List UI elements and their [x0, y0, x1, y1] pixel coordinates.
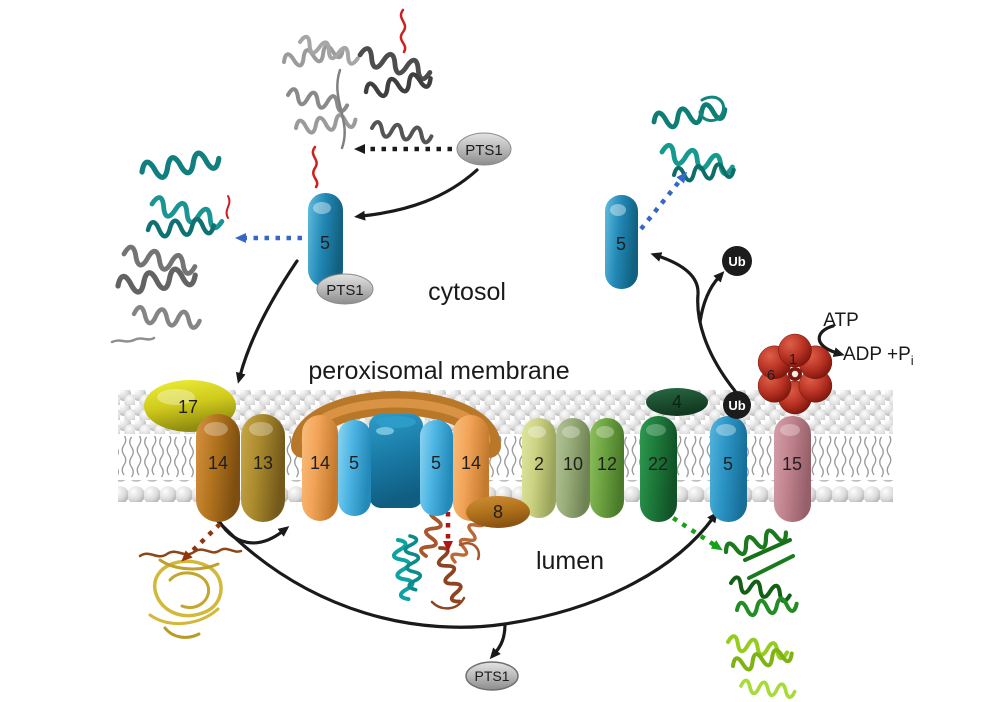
dotted-arrow-pex22-lumen — [662, 510, 723, 551]
pill-label: 2 — [534, 454, 544, 474]
svg-text:PTS1: PTS1 — [474, 668, 509, 684]
arrow-receptor-recycling — [650, 252, 737, 393]
arrow-receptor-docks-membrane — [235, 259, 299, 384]
pill-pex5-channel-right: 5 — [420, 420, 453, 516]
arrow-lumen-cycle — [211, 511, 718, 629]
channel-pore — [369, 414, 423, 508]
membrane-label: peroxisomal membrane — [308, 357, 569, 385]
svg-text:5: 5 — [320, 233, 330, 253]
pill-label: 10 — [563, 454, 583, 474]
pill-pex12: 12 — [590, 418, 624, 518]
pill-pex22: 22 — [640, 416, 677, 522]
pill-pex14-left: 14 — [196, 414, 240, 522]
arrow-atp-hydrolysis — [817, 324, 845, 357]
pill-label: 14 — [208, 453, 228, 473]
pts1-peptide-tail-bottom — [311, 145, 319, 189]
lumenal-cargo-dimer-structure — [724, 526, 800, 700]
svg-text:PTS1: PTS1 — [326, 282, 364, 299]
arrow-ub-release — [698, 271, 725, 324]
pill-pex5-channel-left: 5 — [338, 420, 371, 516]
ub-badge-membrane: Ub — [723, 391, 751, 419]
arrow-cargo-binds-receptor — [354, 168, 479, 221]
adp-label: ADP +Pi — [843, 344, 914, 368]
pill-pex14-channel-left: 14 — [302, 415, 338, 521]
pill-label: 5 — [349, 453, 359, 473]
pts1-tag-exported: PTS1 — [465, 661, 519, 691]
dotted-arrow-pex13-lumen — [181, 522, 222, 562]
dotted-arrows — [181, 144, 723, 562]
pex1-label: 1 — [789, 351, 797, 368]
svg-text:Ub: Ub — [728, 254, 745, 269]
receptor-pill-right: 5 — [605, 195, 638, 289]
receptor-pill-left: 5 — [308, 193, 343, 287]
lumenal-released-cargo-structure — [389, 497, 488, 610]
cycle-arrows — [211, 168, 845, 660]
pill-pex15: 15 — [774, 416, 811, 522]
ub-badge-free: Ub — [722, 246, 752, 276]
aaa-atpase-hexamer: 6 1 — [757, 333, 833, 415]
pill-pex14-channel-right: 14 — [453, 415, 489, 521]
svg-text:5: 5 — [616, 234, 626, 254]
pore-opening — [376, 416, 416, 428]
recycled-receptor-structure — [653, 95, 735, 184]
pill-label: 5 — [723, 454, 733, 474]
arrow-pts1-export — [489, 622, 507, 660]
pill-label: 17 — [178, 397, 198, 417]
pts1-tag-cytosol: PTS1 — [456, 132, 512, 166]
pill-label: 14 — [310, 453, 330, 473]
cytosolic-cargo-structure — [280, 8, 435, 189]
pill-label: 8 — [493, 502, 503, 522]
pill-pex2: 2 — [522, 418, 556, 518]
pex6-label: 6 — [767, 367, 775, 384]
pill-pex5-membrane: 5 — [710, 416, 747, 522]
atp-label: ATP — [823, 310, 859, 331]
adp-subscript: i — [911, 353, 914, 368]
svg-text:Ub: Ub — [728, 398, 745, 413]
pill-label: 15 — [782, 454, 802, 474]
pill-label: 4 — [672, 392, 682, 412]
pill-label: 12 — [597, 454, 617, 474]
pill-pex13: 13 — [241, 414, 285, 522]
receptor-cargo-complex-structure — [110, 150, 231, 344]
pill-pex8: 8 — [466, 496, 530, 528]
dotted-arrow-receptor-released — [639, 171, 688, 231]
pill-label: 13 — [253, 453, 273, 473]
pill-label: 14 — [461, 453, 481, 473]
pts1-tag-on-receptor: PTS1 — [316, 273, 374, 305]
svg-text:PTS1: PTS1 — [465, 142, 503, 159]
pill-pex4: 4 — [646, 388, 708, 416]
pore-highlight — [376, 427, 394, 435]
pill-label: 5 — [431, 453, 441, 473]
unfolded-tail — [138, 547, 243, 558]
cytosol-label: cytosol — [428, 278, 506, 306]
pill-pex10: 10 — [556, 418, 590, 518]
pill-label: 22 — [648, 454, 668, 474]
lumenal-ubiquitin-fold-structure — [138, 547, 243, 639]
pts1-peptide-tail-top — [399, 8, 407, 54]
lumen-label: lumen — [536, 547, 604, 575]
